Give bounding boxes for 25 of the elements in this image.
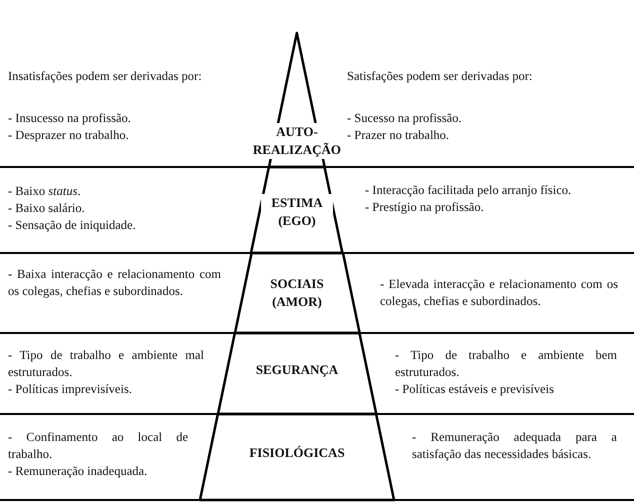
bullet-text: - Sensação de iniquidade. — [8, 217, 137, 234]
bullet-text: - Remuneração adequada para a satisfação das necessidades básicas. — [412, 429, 617, 463]
bullet-text: - Sucesso na profissão. — [347, 110, 463, 127]
bullet-text: - Baixo status. — [8, 183, 82, 200]
bullet-text: - Insucesso na profissão. — [8, 110, 132, 127]
pyramid-level — [200, 414, 394, 500]
bullet-text: - Baixo salário. — [8, 200, 86, 217]
bullet-text: - Remuneração inadequada. — [8, 463, 148, 480]
pyramid-level — [234, 253, 360, 333]
bullet-text: - Políticas imprevisíveis. — [8, 381, 133, 398]
bullet-text: - Prestígio na profissão. — [365, 199, 485, 216]
bullet-text: - Desprazer no trabalho. — [8, 127, 130, 144]
bullet-text: - Tipo de trabalho e ambiente mal estruturados. — [8, 347, 204, 381]
pyramid-level — [218, 333, 376, 414]
bullet-text: - Baixa interacção e relacionamento com os colegas, chefias e subordinados. — [8, 266, 221, 300]
bullet-text: - Políticas estáveis e previsíveis — [395, 381, 555, 398]
level-title: ESTIMA (EGO) — [260, 194, 333, 230]
bullet-text: - Confinamento ao local de trabalho. — [8, 429, 188, 463]
pyramid-level — [251, 167, 343, 253]
bullet-text: - Elevada interacção e relacionamento com os colegas, chefias e subordinados. — [380, 276, 618, 310]
bullet-text: - Tipo de trabalho e ambiente bem estruturados. — [395, 347, 617, 381]
bullet-text: - Prazer no trabalho. — [347, 127, 450, 144]
bullet-text: - Interacção facilitada pelo arranjo físico. — [365, 182, 572, 199]
column-heading: Satisfações podem ser derivadas por: — [347, 68, 534, 85]
column-heading: Insatisfações podem ser derivadas por: — [8, 68, 203, 85]
